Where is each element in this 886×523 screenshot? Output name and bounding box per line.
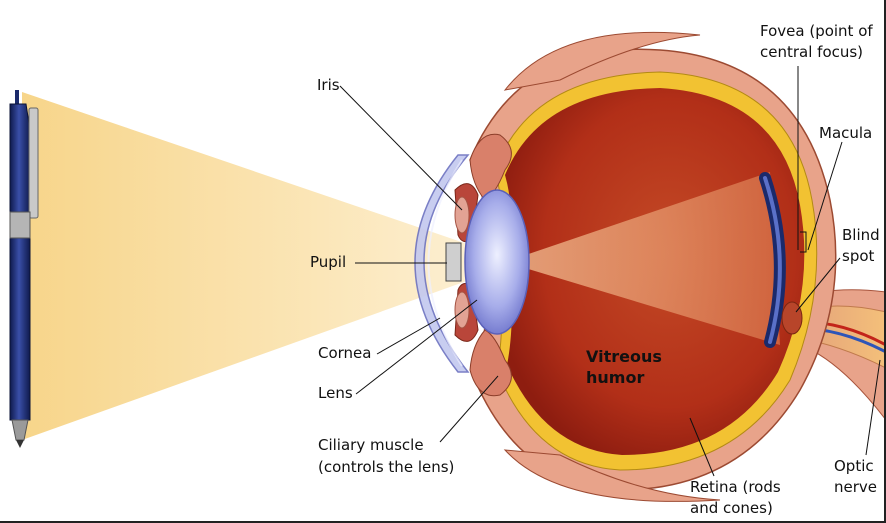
blind-spot-disc <box>781 301 803 335</box>
label-cornea: Cornea <box>318 344 372 362</box>
label-blind-spot: Blind <box>842 226 880 244</box>
label-macula: Macula <box>819 124 873 142</box>
leader-lines <box>339 66 881 477</box>
upper-muscle <box>503 31 701 91</box>
label-optic-nerve-line2: nerve <box>834 478 878 496</box>
pupil-marker <box>445 242 462 282</box>
focused-light <box>505 172 780 345</box>
label-iris: Iris <box>317 76 340 94</box>
label-ciliary-muscle-note: (controls the lens) <box>318 458 455 476</box>
label-ciliary-muscle: Ciliary muscle <box>318 436 424 454</box>
pen <box>9 90 39 448</box>
label-lens: Lens <box>318 384 353 402</box>
label-blind-spot-line2: spot <box>842 247 875 265</box>
cornea <box>414 154 470 373</box>
iris-pigment-lower <box>454 291 470 329</box>
label-fovea: Fovea (point of <box>760 22 873 40</box>
light-beam <box>22 92 520 440</box>
iris-pigment-upper <box>454 196 470 234</box>
label-retina-note: and cones) <box>690 499 773 517</box>
label-pupil: Pupil <box>310 253 347 271</box>
label-fovea-note: central focus) <box>760 43 864 61</box>
ciliary-upper <box>469 133 512 201</box>
lens <box>464 189 530 335</box>
lower-muscle <box>503 449 721 502</box>
ciliary-lower <box>469 329 512 397</box>
label-vitreous-humor: humor <box>586 368 645 387</box>
label-optic-nerve: Optic <box>834 457 874 475</box>
label-retina: Retina (rods <box>690 478 781 496</box>
label-vitreous: Vitreous <box>586 347 662 366</box>
